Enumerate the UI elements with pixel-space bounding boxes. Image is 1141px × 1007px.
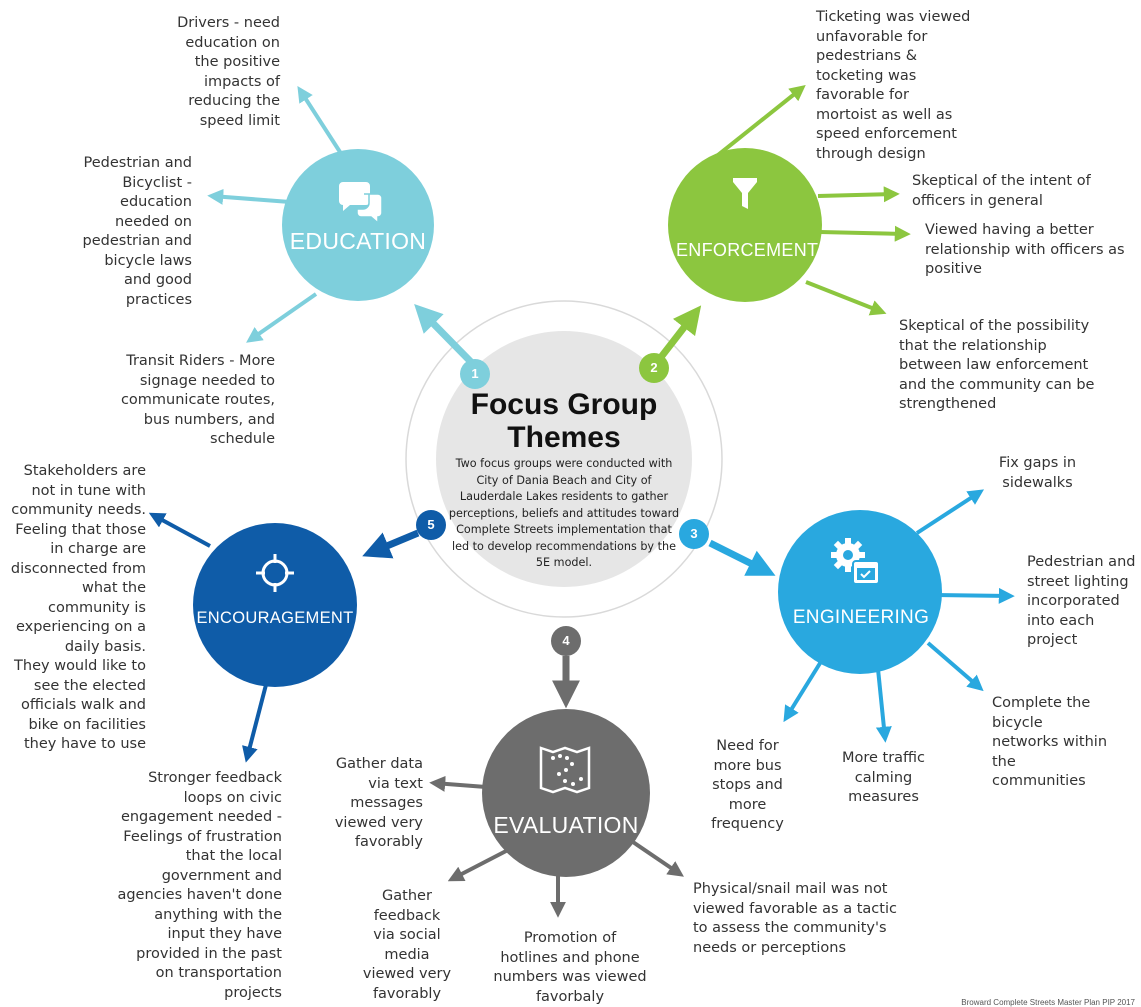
engineering-circle <box>778 510 942 674</box>
evaluation-label: EVALUATION <box>493 812 639 838</box>
center-description: Two focus groups were conducted with Cit… <box>448 457 680 569</box>
engineering-label: ENGINEERING <box>792 607 930 628</box>
enforcement-note-ticketing: Ticketing was viewed unfavorable for ped… <box>816 9 971 162</box>
education-note-pedestrian-bicyclist: Pedestrian and Bicyclist - education nee… <box>82 155 192 308</box>
encouragement-connectors <box>148 512 420 763</box>
evaluation-note-social-media: Gather feedback via social media viewed … <box>362 888 452 1002</box>
engineering-note-sidewalks: Fix gaps in sidewalks <box>998 455 1077 491</box>
education-connectors <box>207 85 475 366</box>
encouragement-note-feedback-loops: Stronger feedback loops on civic engagem… <box>117 770 282 1001</box>
education-label: EDUCATION <box>289 228 427 254</box>
map-route-icon <box>539 746 591 794</box>
enforcement-label: ENFORCEMENT <box>676 240 819 260</box>
education-note-transit-riders: Transit Riders - More signage needed to … <box>120 353 275 447</box>
education-circle <box>282 149 434 301</box>
crosshair-icon <box>256 554 294 592</box>
enforcement-note-skeptical-intent: Skeptical of the intent of officers in g… <box>912 173 1091 209</box>
education-number-badge: 1 <box>460 359 490 389</box>
engineering-connectors <box>708 489 1015 743</box>
engineering-number-badge: 3 <box>679 519 709 549</box>
chat-bubbles-icon <box>339 182 383 225</box>
evaluation-note-text-messages: Gather data via text messages viewed ver… <box>334 756 423 850</box>
enforcement-circle <box>668 148 822 302</box>
gear-calendar-icon <box>831 538 880 585</box>
engineering-note-traffic-calming: More traffic calming measures <box>841 750 926 805</box>
engineering-note-lighting: Pedestrian and street lighting incorpora… <box>1027 554 1136 648</box>
evaluation-note-snail-mail: Physical/snail mail was not viewed favor… <box>693 881 897 956</box>
encouragement-number-badge: 5 <box>416 510 446 540</box>
enforcement-note-skeptical-possibility: Skeptical of the possibility that the re… <box>899 318 1095 412</box>
encouragement-circle <box>193 523 357 687</box>
enforcement-note-better-relationship: Viewed having a better relationship with… <box>925 222 1125 277</box>
funnel-icon <box>733 178 757 209</box>
enforcement-number-badge: 2 <box>639 353 669 383</box>
enforcement-connectors <box>655 85 911 364</box>
center-outer-ring <box>405 300 723 618</box>
education-note-drivers: Drivers - need education on the positive… <box>177 15 280 129</box>
evaluation-circle <box>482 709 650 877</box>
engineering-note-bicycle-networks: Complete the bicycle networks within the… <box>992 695 1108 789</box>
encouragement-label: ENCOURAGEMENT <box>196 609 354 627</box>
engineering-note-bus-stops: Need for more bus stops and more frequen… <box>711 738 784 832</box>
center-title: Focus Group Themes <box>470 388 658 454</box>
evaluation-number-badge: 4 <box>551 626 581 656</box>
center-circle <box>436 331 692 587</box>
evaluation-connectors <box>429 656 684 918</box>
encouragement-note-stakeholders: Stakeholders are not in tune with commun… <box>10 463 146 752</box>
footer-credit: Broward Complete Streets Master Plan PIP… <box>961 998 1135 1007</box>
evaluation-note-hotlines: Promotion of hotlines and phone numbers … <box>493 930 647 1005</box>
